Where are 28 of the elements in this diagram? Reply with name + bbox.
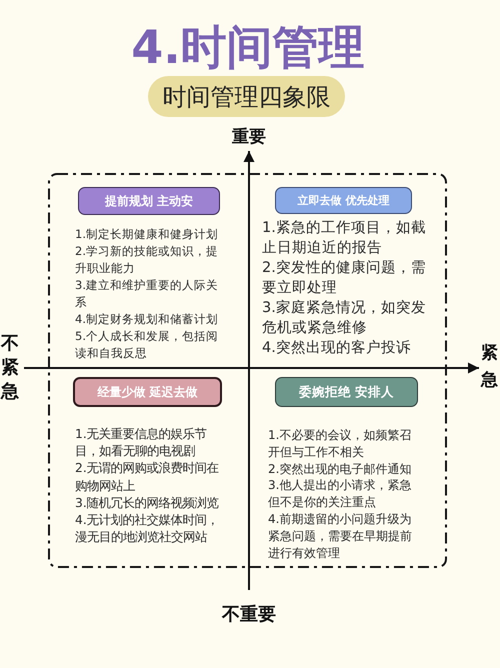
list-item: 3.建立和维护重要的人际关系 xyxy=(75,277,219,311)
list-item: 2.突然出现的电子邮件通知 xyxy=(268,460,412,478)
quadrant-header: 委婉拒绝 安排人 xyxy=(275,377,418,407)
axis-label: 紧急 xyxy=(481,342,498,392)
list-item: 1.不必要的会议，如频繁召开但与工作不相关 xyxy=(268,427,412,461)
quadrant-header: 提前规划 主动安 xyxy=(78,187,220,215)
list-item: 3.随机冗长的网络视频浏览 xyxy=(75,494,220,512)
axis-label: 不紧急 xyxy=(1,332,19,404)
quadrant-frame xyxy=(48,173,447,568)
list-item: 1.无关重要信息的娱乐节目，如看无聊的电视剧 xyxy=(75,426,208,460)
axis-label: 不重要 xyxy=(222,604,276,626)
list-item: 4.突然出现的客户投诉 xyxy=(262,338,412,358)
list-item: 1.紧急的工作项目，如截止日期迫近的报告 xyxy=(262,219,426,258)
list-item: 2.无谓的网购或浪费时间在购物网站上 xyxy=(75,460,220,495)
quadrant-header: 立即去做 优先处理 xyxy=(275,187,412,214)
list-item: 1.制定长期健康和健身计划 xyxy=(75,226,219,243)
list-item: 4.制定财务规划和储蓄计划 xyxy=(75,311,219,328)
list-item: 3.他人提出的小请求，紧急但不是你的关注重点 xyxy=(268,477,412,511)
quadrant-header: 经量少做 延迟去做 xyxy=(73,377,222,407)
list-item: 5.个人成长和发展，包括阅读和自我反思 xyxy=(75,328,219,362)
list-item: 2.突发性的健康问题，需要立即处理 xyxy=(262,258,426,298)
subtitle-banner: 时间管理四象限 xyxy=(148,76,345,117)
list-item: 2.学习新的技能或知识，提升职业能力 xyxy=(75,243,219,277)
list-item: 3.家庭紧急情况，如突发危机或紧急维修 xyxy=(262,298,426,338)
title: 4.时间管理 xyxy=(131,19,365,76)
list-item: 4.无计划的社交媒体时间，漫无目的地浏览社交网站 xyxy=(75,512,220,546)
list-item: 4.前期遗留的小问题升级为紧急问题，需要在早期提前进行有效管理 xyxy=(268,510,413,562)
axis-label: 重要 xyxy=(232,126,266,148)
